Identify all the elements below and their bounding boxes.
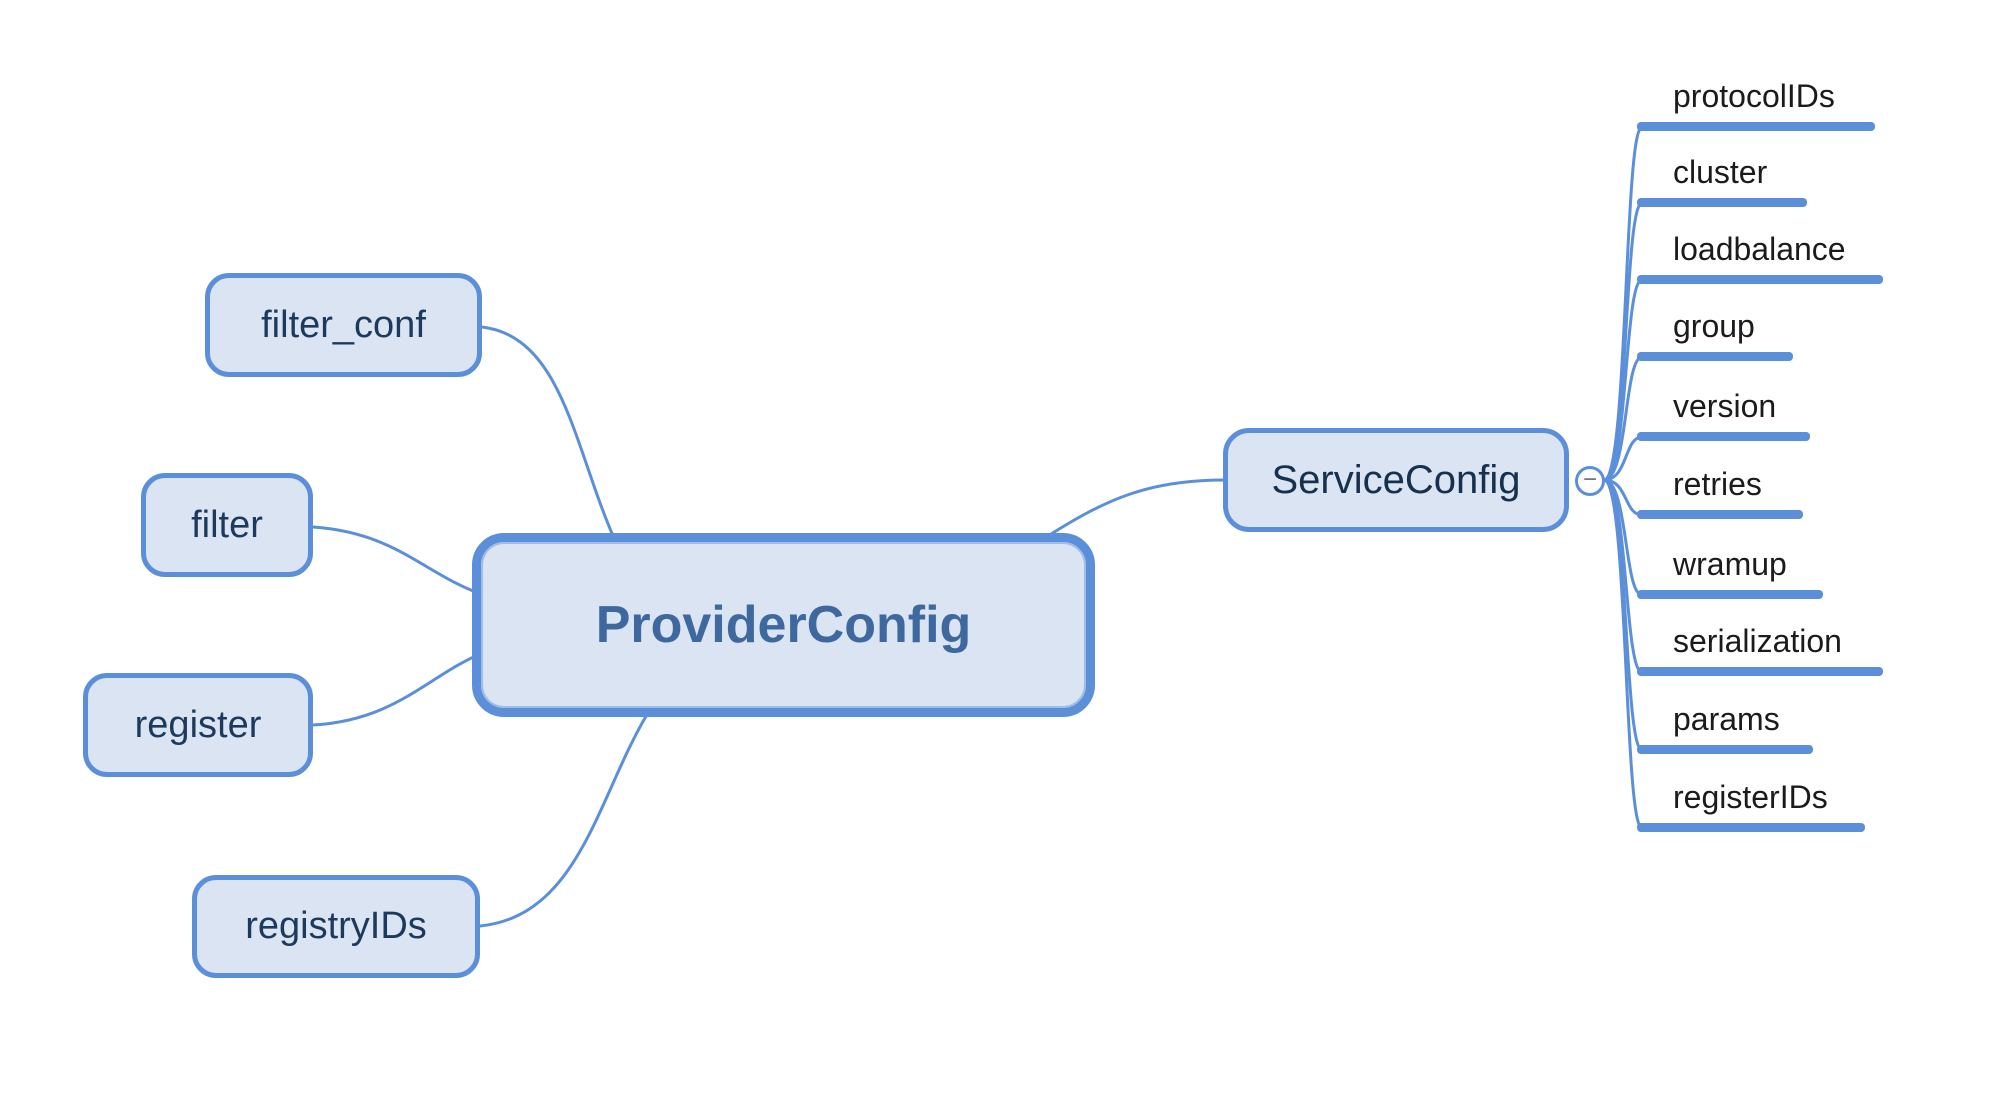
- node-label: register: [134, 703, 262, 746]
- node-providerconfig[interactable]: ProviderConfig: [472, 533, 1095, 717]
- connector-serviceconfig: [1046, 478, 1227, 538]
- leaf-registerids[interactable]: registerIDs: [1673, 779, 1828, 815]
- connector-filter-conf: [480, 325, 620, 549]
- connector-registryids: [478, 711, 650, 928]
- node-filter_conf[interactable]: filter_conf: [205, 273, 482, 377]
- leaf-loadbalance[interactable]: loadbalance: [1673, 231, 1846, 267]
- leaf-underline: [1637, 275, 1883, 284]
- leaf-underline: [1637, 590, 1823, 599]
- leaf-wramup[interactable]: wramup: [1673, 546, 1787, 582]
- leaf-underline: [1637, 510, 1803, 519]
- node-register[interactable]: register: [83, 673, 313, 777]
- node-label: filter_conf: [261, 303, 426, 346]
- node-filter[interactable]: filter: [141, 473, 313, 577]
- leaf-underline: [1637, 122, 1875, 131]
- leaf-underline: [1637, 352, 1793, 361]
- connector-register: [311, 648, 492, 727]
- leaf-retries[interactable]: retries: [1673, 466, 1762, 502]
- node-serviceconfig[interactable]: ServiceConfig: [1223, 428, 1569, 532]
- leaf-underline: [1637, 745, 1813, 754]
- node-registryids[interactable]: registryIDs: [192, 875, 480, 978]
- minus-icon[interactable]: −: [1575, 466, 1605, 496]
- leaf-underline: [1637, 823, 1865, 832]
- leaf-underline: [1637, 432, 1810, 441]
- leaf-protocolids[interactable]: protocolIDs: [1673, 78, 1835, 114]
- leaf-params[interactable]: params: [1673, 701, 1780, 737]
- node-label: filter: [191, 503, 263, 546]
- leaf-group[interactable]: group: [1673, 308, 1755, 344]
- leaf-underline: [1637, 198, 1807, 207]
- node-providerconfig-label: ProviderConfig: [595, 596, 972, 654]
- node-label: registryIDs: [245, 905, 427, 947]
- connector-filter: [311, 525, 492, 599]
- leaf-serialization[interactable]: serialization: [1673, 623, 1842, 659]
- leaf-cluster[interactable]: cluster: [1673, 154, 1768, 190]
- connector-leaf: [1602, 478, 1644, 830]
- node-serviceconfig-label: ServiceConfig: [1271, 457, 1521, 502]
- leaf-version[interactable]: version: [1673, 388, 1777, 424]
- leaf-underline: [1637, 667, 1883, 676]
- connector-leaf: [1602, 355, 1644, 482]
- connector-leaf: [1602, 278, 1644, 482]
